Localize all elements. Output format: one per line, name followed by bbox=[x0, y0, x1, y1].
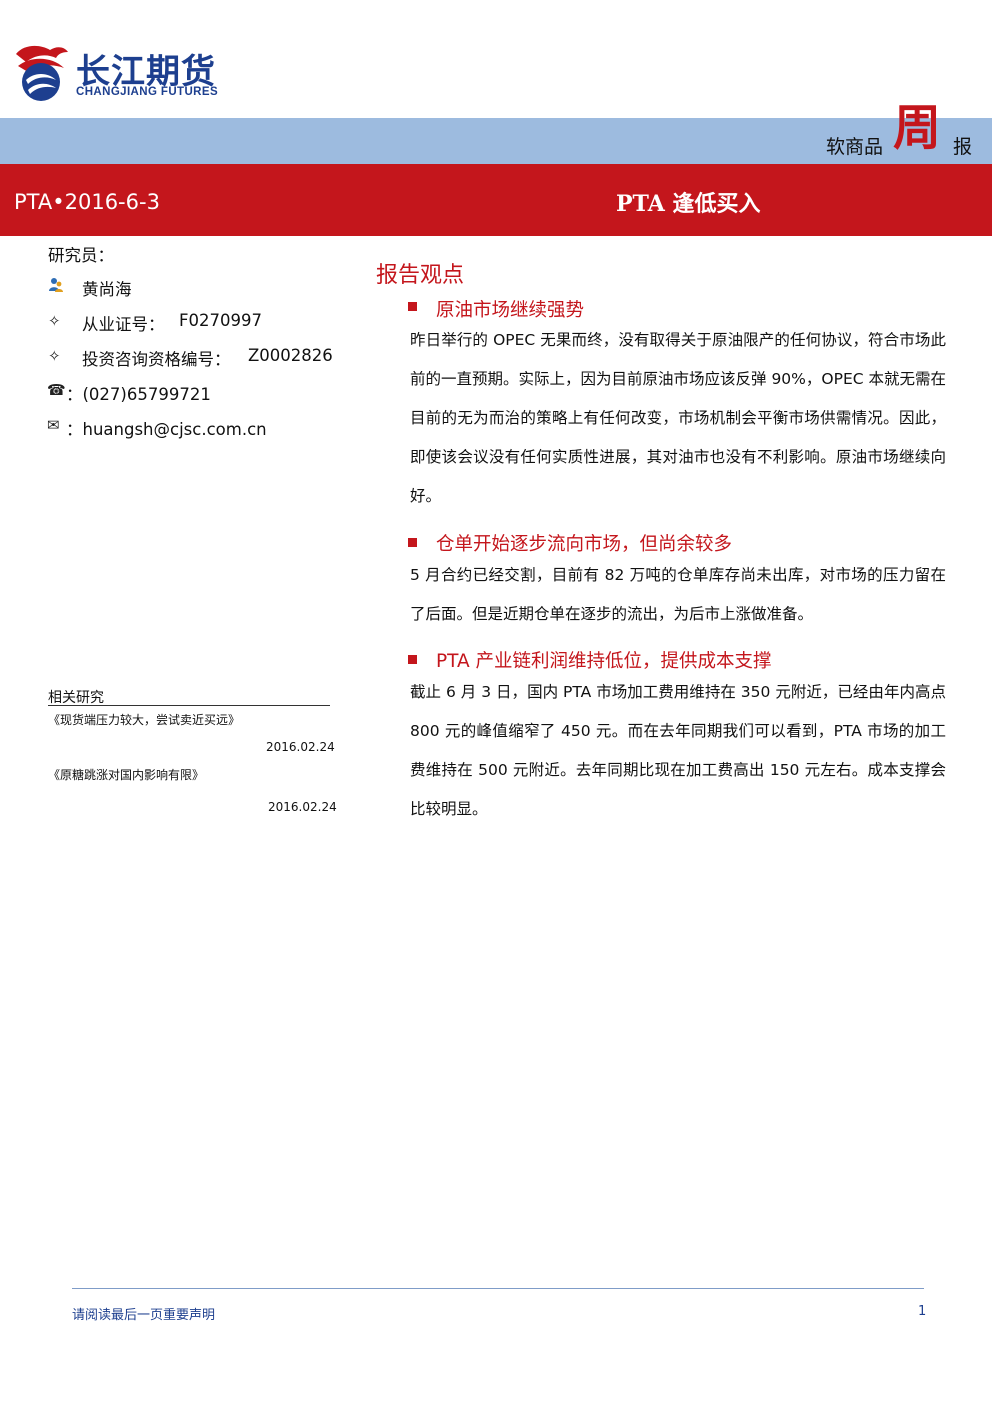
researcher-phone: ：(027)65799721 bbox=[66, 385, 211, 404]
report-category-prefix: 软商品 bbox=[826, 136, 884, 158]
researcher-label: 研究员： bbox=[48, 246, 114, 265]
related-item-date: 2016.02.24 bbox=[266, 740, 335, 754]
phone-icon: ☎ bbox=[47, 381, 66, 399]
related-item-title[interactable]: 《原糖跳涨对国内影响有限》 bbox=[48, 768, 205, 782]
logo-english-name: CHANGJIANG FUTURES bbox=[76, 86, 219, 98]
report-viewpoint-title: 报告观点 bbox=[376, 263, 465, 288]
category-band bbox=[0, 118, 992, 164]
related-research-title: 相关研究 bbox=[48, 690, 104, 706]
section-heading: 原油市场继续强势 bbox=[436, 300, 585, 321]
section-body: 截止 6 月 3 日，国内 PTA 市场加工费用维持在 350 元附近，已经由年… bbox=[410, 683, 946, 818]
report-title: PTA 逢低买入 bbox=[616, 191, 761, 217]
report-category-big-char: 周 bbox=[893, 100, 942, 156]
researcher-email[interactable]: ：huangsh@cjsc.com.cn bbox=[66, 420, 267, 439]
license-value: F0270997 bbox=[179, 311, 262, 330]
researcher-name: 黄尚海 bbox=[82, 280, 132, 299]
person-icon bbox=[48, 277, 64, 297]
consult-label: 投资咨询资格编号： bbox=[82, 350, 231, 369]
bullet-square-icon bbox=[408, 538, 417, 547]
section-body: 5 月合约已经交割，目前有 82 万吨的仓单库存尚未出库，对市场的压力留在了后面… bbox=[410, 566, 946, 623]
related-item-title[interactable]: 《现货端压力较大，尝试卖近买远》 bbox=[48, 713, 241, 727]
section-heading: 仓单开始逐步流向市场，但尚余较多 bbox=[436, 534, 733, 555]
bullet-square-icon bbox=[408, 302, 417, 311]
license-label: 从业证号： bbox=[82, 315, 165, 334]
logo-chinese-name: 长江期货 bbox=[76, 52, 216, 92]
section-heading: PTA 产业链利润维持低位，提供成本支撑 bbox=[436, 651, 772, 672]
diamond-star-icon: ✧ bbox=[48, 347, 61, 365]
section-body: 昨日举行的 OPEC 无果而终，没有取得关于原油限产的任何协议，符合市场此前的一… bbox=[410, 331, 946, 505]
bullet-square-icon bbox=[408, 655, 417, 664]
envelope-icon: ✉ bbox=[47, 416, 60, 434]
title-band bbox=[0, 164, 992, 236]
dragon-logo-icon bbox=[16, 45, 68, 101]
report-category-suffix: 报 bbox=[953, 136, 973, 158]
page-number: 1 bbox=[918, 1304, 927, 1319]
related-divider bbox=[48, 705, 330, 706]
diamond-star-icon: ✧ bbox=[48, 312, 61, 330]
footer-divider bbox=[72, 1288, 924, 1289]
company-logo: 长江期货 CHANGJIANG FUTURES bbox=[10, 40, 250, 106]
report-code-date: PTA•2016-6-3 bbox=[14, 190, 160, 214]
footer-notice: 请阅读最后一页重要声明 bbox=[72, 1308, 216, 1323]
related-item-date: 2016.02.24 bbox=[268, 800, 337, 814]
consult-value: Z0002826 bbox=[248, 346, 333, 365]
